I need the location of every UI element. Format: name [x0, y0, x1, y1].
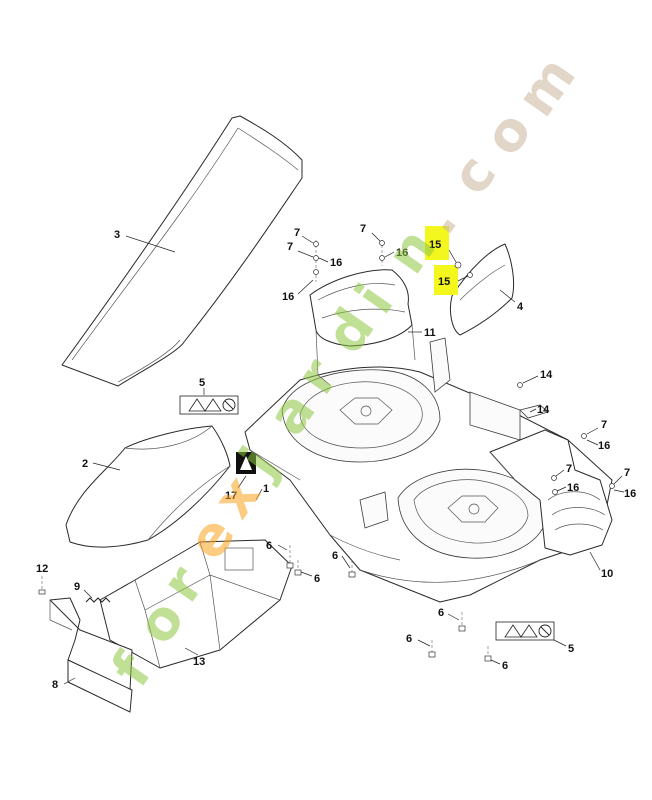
- callout-5-lower: 5: [568, 643, 574, 655]
- screw-12: [38, 576, 46, 595]
- callout-7-f: 7: [624, 467, 630, 479]
- callout-12: 12: [36, 563, 48, 575]
- warning-triangle-icon: [204, 398, 222, 412]
- callout-14-b: 14: [537, 404, 550, 416]
- callout-15-a: 15: [429, 239, 441, 251]
- warning-triangle-icon: [188, 398, 206, 412]
- callout-9: 9: [74, 581, 80, 593]
- side-flap: [449, 243, 515, 336]
- rear-shroud: [309, 269, 416, 386]
- watermark-letter: m: [504, 45, 588, 127]
- mower-deck: [244, 337, 613, 603]
- callout-16-c: 16: [396, 247, 408, 259]
- callout-7-e: 7: [566, 463, 572, 475]
- callout-16-a: 16: [330, 257, 342, 269]
- highlighted-part-15: [425, 226, 473, 295]
- callout-7-d: 7: [601, 419, 607, 431]
- callout-7-b: 7: [287, 241, 293, 253]
- callout-6-f: 6: [502, 660, 508, 672]
- fastener-cluster-left: [297, 235, 329, 295]
- warning-label-lower: [495, 621, 555, 641]
- decal-17: [236, 452, 256, 474]
- callout-4: 4: [517, 301, 524, 313]
- no-hands-icon: [222, 398, 236, 412]
- callout-5-upper: 5: [199, 377, 205, 389]
- warning-triangle-icon: [520, 624, 538, 638]
- grass-collector-top: [61, 115, 303, 387]
- callout-15-b: 15: [438, 276, 450, 288]
- callout-7-c: 7: [360, 223, 366, 235]
- no-hands-icon: [538, 624, 552, 638]
- fastener-6-group: [277, 544, 501, 665]
- callout-16-e: 16: [567, 482, 579, 494]
- warning-label-upper: [179, 395, 239, 415]
- fastener-cluster-right: [551, 427, 625, 495]
- callout-6-b: 6: [314, 573, 320, 585]
- discharge-cover: [489, 429, 613, 556]
- callout-8: 8: [52, 679, 58, 691]
- callout-6-a: 6: [266, 540, 272, 552]
- callout-1: 1: [263, 483, 269, 495]
- fastener-14: [517, 375, 549, 419]
- warning-triangle-icon: [504, 624, 522, 638]
- watermark-letter: c: [438, 143, 508, 205]
- callout-16-d: 16: [598, 440, 610, 452]
- callout-14-a: 14: [540, 369, 553, 381]
- callout-6-d: 6: [438, 607, 444, 619]
- grass-bag: [65, 425, 231, 548]
- callout-17: 17: [225, 490, 237, 502]
- callout-7-a: 7: [294, 227, 300, 239]
- callout-2: 2: [82, 458, 88, 470]
- callout-13: 13: [193, 656, 205, 668]
- callout-11: 11: [424, 327, 436, 339]
- fastener-cluster-center: [371, 232, 395, 266]
- callout-10: 10: [601, 568, 613, 580]
- callout-16-b: 16: [282, 291, 294, 303]
- rear-bracket: [49, 597, 133, 713]
- spring: [85, 597, 111, 603]
- callout-6-e: 6: [406, 633, 412, 645]
- rear-tray: [99, 539, 293, 669]
- callout-6-c: 6: [332, 550, 338, 562]
- callout-16-f: 16: [624, 488, 636, 500]
- callout-3: 3: [114, 229, 120, 241]
